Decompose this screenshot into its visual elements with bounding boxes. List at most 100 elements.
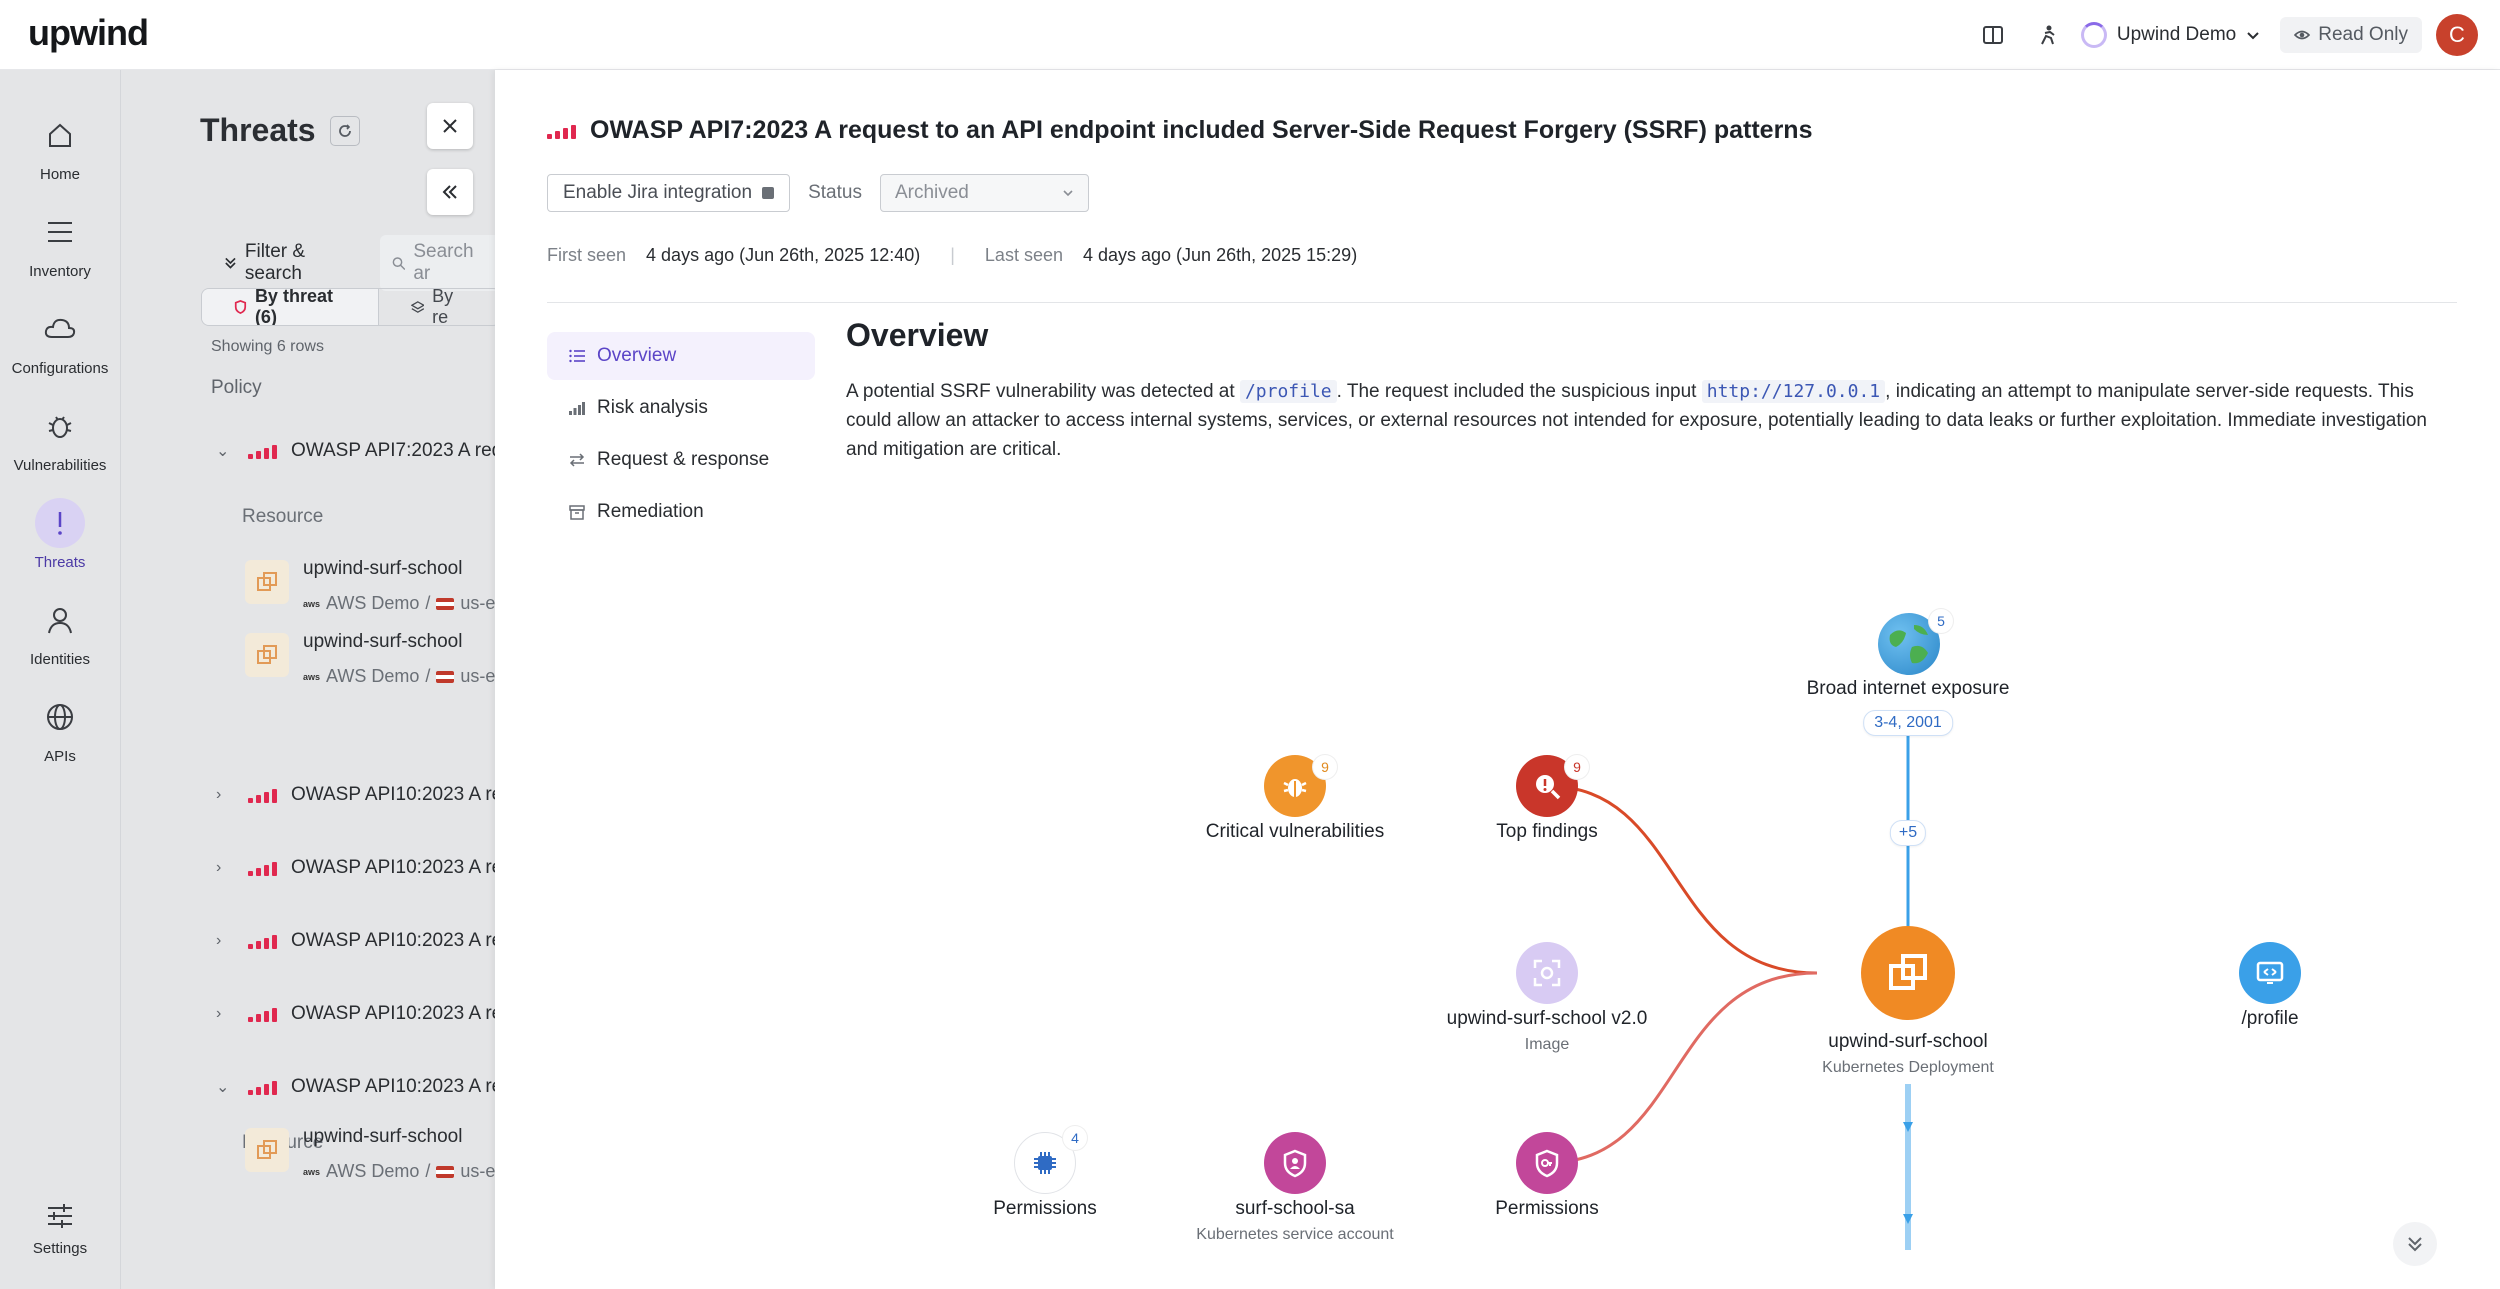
top-findings-badge: 9 (1565, 755, 1589, 779)
shield-user-icon (1264, 1132, 1326, 1194)
search-placeholder: Search ar (413, 241, 474, 284)
severity-icon (248, 1006, 277, 1022)
aws-icon: aws (303, 598, 321, 609)
filter-search-toggle[interactable]: Filter & search (224, 241, 358, 285)
policy-row[interactable]: ⌄ OWASP API7:2023 A requ (216, 440, 501, 462)
section-nav-remediation[interactable]: Remediation (547, 488, 815, 536)
bug-icon (35, 401, 85, 451)
nav-settings[interactable]: Settings (0, 1196, 120, 1257)
nav-identities-label: Identities (29, 651, 91, 668)
more-ports-pill[interactable]: +5 (1889, 820, 1927, 846)
nav-vulnerabilities-label: Vulnerabilities (13, 457, 107, 474)
row-count: Showing 6 rows (211, 338, 324, 355)
nav-apis[interactable]: APIs (0, 692, 120, 765)
section-nav-overview[interactable]: Overview (547, 332, 815, 380)
status-label: Status (808, 182, 862, 203)
policy-row[interactable]: › OWASP API10:2023 A rec (216, 930, 501, 952)
filter-row: Filter & search Search ar (224, 235, 501, 291)
policy-row[interactable]: ⌄ OWASP API10:2023 A rec (216, 1076, 501, 1098)
nav-configurations[interactable]: Configurations (0, 304, 120, 377)
status-value: Archived (894, 182, 969, 203)
api-endpoint-icon (2239, 942, 2301, 1004)
nav-configurations-label: Configurations (11, 360, 109, 377)
tab-by-threat[interactable]: By threat (6) (202, 289, 379, 325)
left-nav: Home Inventory Configurations Vulnerabil… (0, 70, 121, 1289)
surfer-icon[interactable] (2027, 15, 2067, 55)
org-loading-icon (2080, 22, 2107, 48)
last-seen-label: Last seen (984, 245, 1063, 265)
policy-row-label: OWASP API10:2023 A rec (291, 857, 501, 878)
us-flag-icon (436, 597, 455, 610)
search-input[interactable]: Search ar (379, 235, 501, 291)
node-permissions-left-label: Permissions (993, 1198, 1097, 1219)
jira-icon (762, 187, 775, 199)
avatar[interactable]: C (2436, 14, 2478, 56)
tab-by-threat-label: By threat (6) (254, 288, 333, 326)
sliders-icon (0, 1196, 120, 1236)
section-nav-overview-label: Overview (597, 345, 677, 366)
resource-account-label: AWS Demo (326, 666, 420, 686)
internet-count-badge: 5 (1929, 609, 1953, 633)
section-nav-request-response[interactable]: Request & response (547, 436, 815, 484)
node-critical-vulns-label: Critical vulnerabilities (1205, 821, 1385, 842)
book-icon[interactable] (1973, 15, 2013, 55)
section-nav-request-label: Request & response (597, 449, 770, 470)
arrow-down-icon (1903, 1122, 1913, 1132)
page-title: Threats (200, 112, 360, 149)
enable-jira-button[interactable]: Enable Jira integration (547, 174, 791, 212)
policy-row[interactable]: › OWASP API10:2023 A rec (216, 857, 501, 879)
status-select[interactable]: Archived (879, 174, 1089, 212)
refresh-button[interactable] (329, 115, 360, 146)
resource-name: upwind-surf-school (303, 558, 463, 579)
section-nav-risk-analysis[interactable]: Risk analysis (547, 384, 815, 432)
upwind-logo[interactable]: upwind (28, 12, 149, 53)
seen-divider: | (950, 245, 955, 265)
node-permissions-right-label: Permissions (1495, 1198, 1599, 1219)
nav-threats[interactable]: Threats (0, 498, 120, 571)
scroll-down-button[interactable] (2393, 1222, 2437, 1266)
overview-text-part: A potential SSRF vulnerability was detec… (846, 381, 1240, 402)
policy-row-label: OWASP API10:2023 A rec (291, 1003, 501, 1024)
node-service-account-type: Kubernetes service account (1196, 1226, 1394, 1243)
chevron-down-icon: ⌄ (216, 1079, 230, 1096)
node-profile-label: /profile (2241, 1008, 2299, 1029)
nav-vulnerabilities[interactable]: Vulnerabilities (0, 401, 120, 474)
expand-drawer-button[interactable] (427, 169, 473, 215)
close-icon (443, 119, 457, 133)
exclamation-icon (35, 498, 85, 548)
tab-by-resource[interactable]: By re (379, 289, 501, 325)
ports-pill[interactable]: 3-4, 2001 (1863, 710, 1953, 736)
page-title-text: Threats (200, 112, 316, 148)
section-nav-remediation-label: Remediation (597, 501, 704, 522)
nav-identities[interactable]: Identities (0, 595, 120, 668)
overview-heading: Overview (846, 317, 989, 353)
deployment-icon (245, 1128, 289, 1172)
list-icon (35, 207, 85, 257)
org-name: Upwind Demo (2116, 24, 2237, 45)
nav-inventory[interactable]: Inventory (0, 207, 120, 280)
section-nav-risk-label: Risk analysis (597, 397, 708, 418)
home-icon (35, 110, 85, 160)
policy-row[interactable]: › OWASP API10:2023 A rec (216, 1003, 501, 1025)
arrows-swap-icon (569, 452, 585, 468)
close-drawer-button[interactable] (427, 103, 473, 149)
policy-row[interactable]: › OWASP API10:2023 A rec (216, 784, 501, 806)
chevron-right-icon: › (216, 932, 222, 949)
nav-home[interactable]: Home (0, 110, 120, 183)
divider (547, 302, 2457, 303)
edge-findings-deployment (1546, 784, 1818, 975)
section-nav: Overview Risk analysis Request & respons… (547, 332, 815, 540)
policy-row-label: OWASP API10:2023 A rec (291, 930, 501, 951)
read-only-label: Read Only (2318, 24, 2408, 45)
node-internet-label: Broad internet exposure (1806, 678, 2010, 699)
deployment-icon (1861, 926, 1955, 1020)
enable-jira-label: Enable Jira integration (563, 182, 753, 203)
nav-threats-label: Threats (34, 554, 86, 571)
node-image-label: upwind-surf-school v2.0 (1446, 1008, 1648, 1029)
double-chevron-left-icon (442, 185, 457, 199)
org-selector[interactable]: Upwind Demo (2080, 22, 2260, 48)
resource-region: us-e (460, 666, 496, 686)
critical-vulns-badge: 9 (1313, 755, 1337, 779)
chevron-right-icon: › (216, 786, 222, 803)
